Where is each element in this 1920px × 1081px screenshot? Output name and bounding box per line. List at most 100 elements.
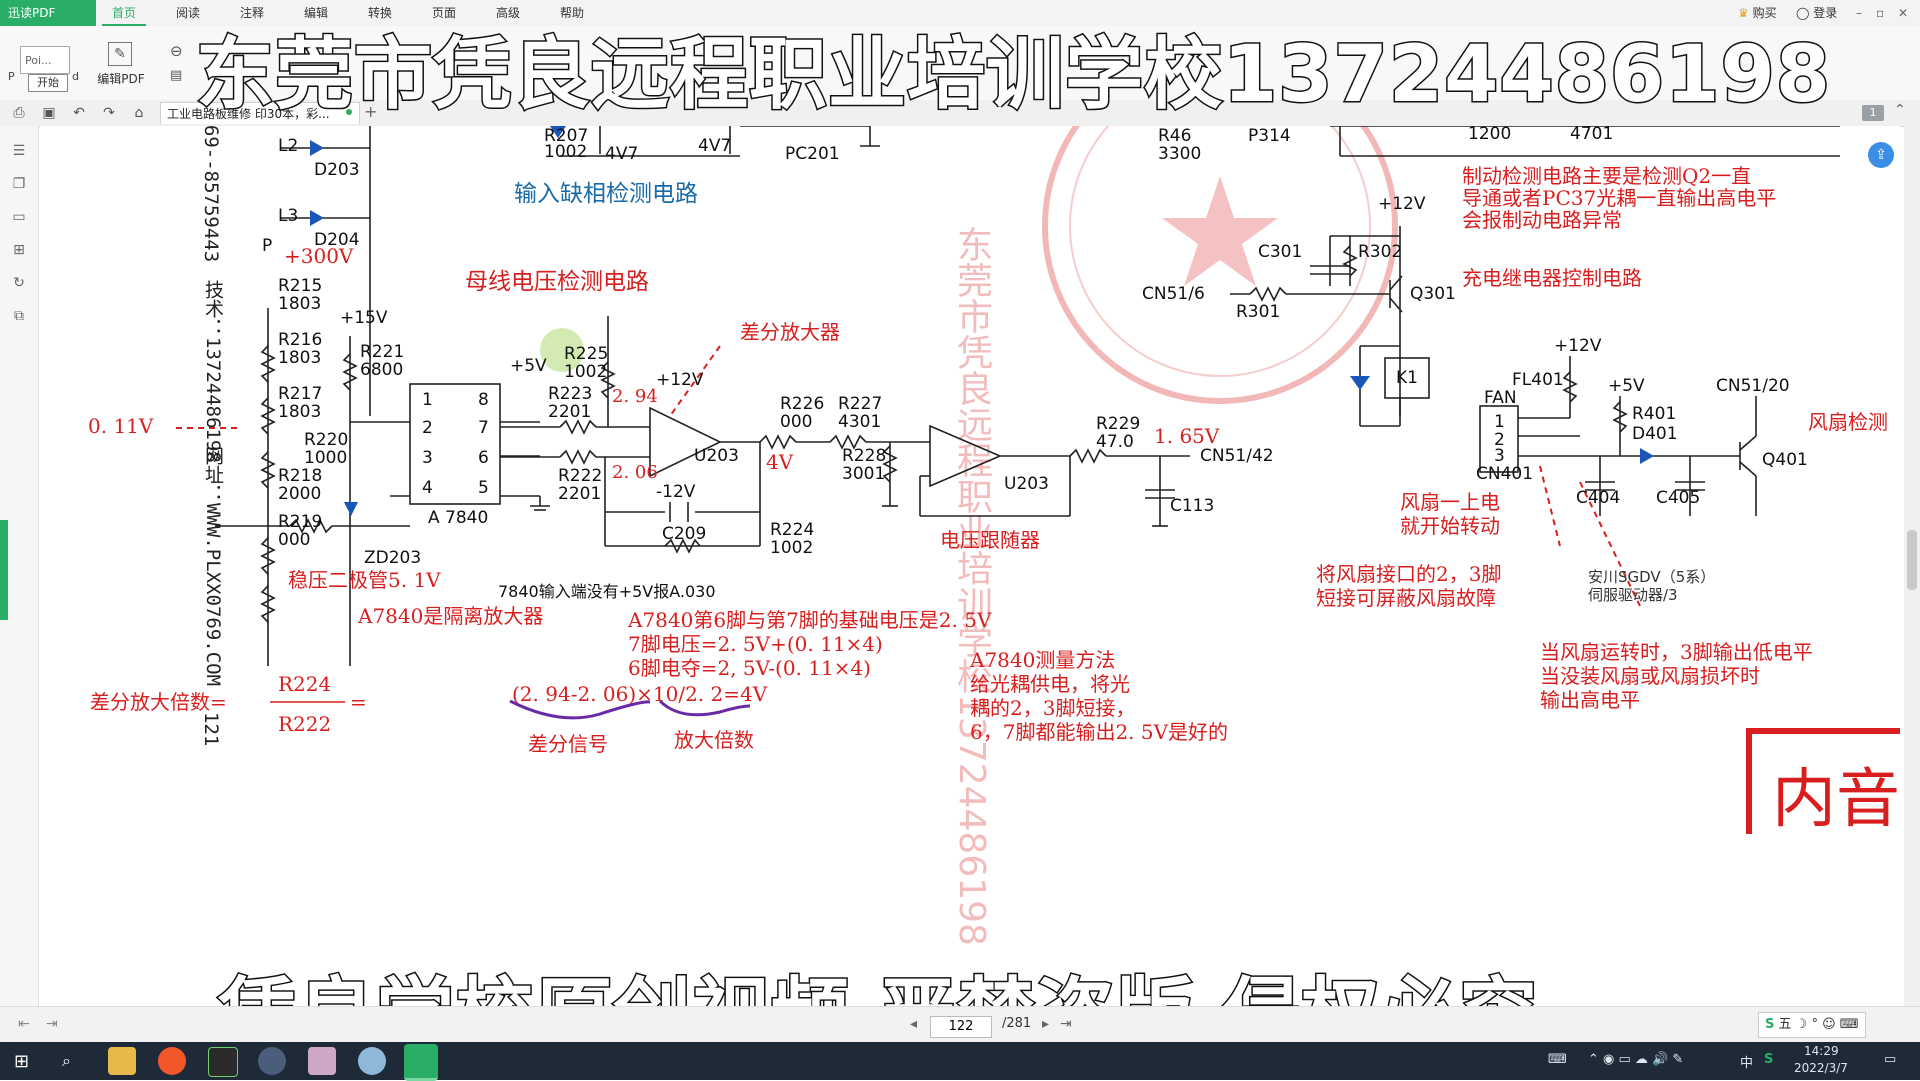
file-explorer-icon[interactable] xyxy=(108,1047,136,1075)
buy-link[interactable]: ♛ 购买 xyxy=(1738,2,1777,24)
pdf-reader-taskbar-icon[interactable] xyxy=(404,1044,438,1081)
pin-3: 3 xyxy=(422,448,433,468)
paint-icon[interactable] xyxy=(308,1047,336,1075)
app-icon[interactable] xyxy=(358,1047,386,1075)
clock-time[interactable]: 14:29 xyxy=(1804,1044,1839,1058)
label-r217: R217 xyxy=(278,384,323,404)
menu-convert[interactable]: 转换 xyxy=(367,6,392,20)
scrollbar-thumb[interactable] xyxy=(1907,530,1917,590)
menu-read[interactable]: 阅读 xyxy=(175,6,200,20)
note-fan-on-2: 就开始转动 xyxy=(1400,514,1500,538)
label-r219: R219 xyxy=(278,512,323,532)
edit-pdf-button[interactable]: 编辑PDF xyxy=(97,72,145,86)
label-r401: R401 xyxy=(1632,404,1677,424)
label-plus12v-c: +12V xyxy=(1554,336,1602,356)
pin-6: 6 xyxy=(478,448,489,468)
label-r46: R46 xyxy=(1158,126,1192,146)
undo-icon[interactable]: ↶ xyxy=(73,105,85,121)
label-r219-value: 000 xyxy=(278,530,311,550)
label-r228-value: 3001 xyxy=(842,464,886,484)
note-gain-numerator: R224 xyxy=(278,672,332,696)
outline-icon[interactable]: ☰ xyxy=(12,143,26,159)
label-fan: FAN xyxy=(1484,388,1517,408)
menu-page[interactable]: 页面 xyxy=(431,6,456,20)
media-icon[interactable] xyxy=(258,1047,286,1075)
tray-overflow-icon[interactable]: ⌃ ◉ ▭ ☁ 🔊 ✎ xyxy=(1588,1052,1684,1067)
schematic-wires xyxy=(176,126,1840,720)
menu-edit[interactable]: 编辑 xyxy=(303,6,328,20)
side-phone: 0769--85759443 xyxy=(200,126,222,263)
last-page-icon[interactable]: ⇥ xyxy=(1060,1016,1072,1032)
recorder-icon[interactable] xyxy=(208,1047,238,1077)
label-u203-b: U203 xyxy=(1004,474,1049,494)
app-name[interactable]: 迅读PDF xyxy=(0,0,96,26)
tab-status-dot xyxy=(346,109,352,115)
label-cn516: CN51/6 xyxy=(1142,284,1205,304)
label-a7840: A 7840 xyxy=(428,508,489,528)
page-icon[interactable]: ▤ xyxy=(170,68,183,83)
attachments-icon[interactable]: ⊞ xyxy=(13,242,25,258)
comments-icon[interactable]: ▭ xyxy=(12,209,26,225)
label-k1: K1 xyxy=(1396,368,1418,388)
note-2-06: 2. 06 xyxy=(612,462,658,483)
thumbnails-icon[interactable]: ❐ xyxy=(12,176,26,192)
minus-circle-icon[interactable]: ⊖ xyxy=(170,42,183,60)
note-fan-run-1: 当风扇运转时，3脚输出低电平 xyxy=(1540,640,1813,664)
minimize-button[interactable]: – xyxy=(1856,6,1862,20)
ribbon-thumbnail[interactable]: Poi... xyxy=(20,46,70,74)
save-icon[interactable]: ▣ xyxy=(42,105,56,121)
note-gain-equals: = xyxy=(350,690,367,714)
note-bus-voltage: 母线电压检测电路 xyxy=(465,269,649,295)
nav-forward-icon[interactable]: ⇥ xyxy=(46,1016,58,1032)
nav-back-icon[interactable]: ⇤ xyxy=(18,1016,30,1032)
label-c404: C404 xyxy=(1576,488,1621,508)
clock-date[interactable]: 2022/3/7 xyxy=(1794,1061,1848,1075)
note-base-voltage: A7840第6脚与第7脚的基础电压是2. 5V xyxy=(628,608,992,632)
redo-icon[interactable]: ↷ xyxy=(103,105,115,121)
label-r227-value: 4301 xyxy=(838,412,882,432)
layers-icon[interactable]: ⧉ xyxy=(14,308,24,324)
browser-icon[interactable] xyxy=(158,1047,186,1075)
label-zd203: ZD203 xyxy=(364,548,422,568)
menu-help[interactable]: 帮助 xyxy=(559,6,584,20)
note-fan-detect: 风扇检测 xyxy=(1808,410,1888,434)
open-button[interactable]: 开始 xyxy=(28,74,68,92)
print-icon[interactable]: ⎙ xyxy=(13,105,25,121)
sidebar-handle[interactable] xyxy=(0,520,8,620)
next-page-icon[interactable]: ▸ xyxy=(1042,1016,1050,1032)
login-link[interactable]: ◯ 登录 xyxy=(1796,2,1837,24)
collapse-icon[interactable]: ⌃ xyxy=(1894,102,1906,118)
menu-home[interactable]: 首页 xyxy=(102,0,146,26)
label-r222-value: 2201 xyxy=(558,484,602,504)
note-gain-denominator: R222 xyxy=(278,712,332,736)
menu-annotate[interactable]: 注释 xyxy=(239,6,264,20)
tray-sogou-icon[interactable]: S xyxy=(1764,1052,1774,1067)
label-r227: R227 xyxy=(838,394,883,414)
prev-page-icon[interactable]: ◂ xyxy=(910,1016,918,1032)
close-button[interactable]: ✕ xyxy=(1898,6,1909,20)
label-r223-value: 2201 xyxy=(548,402,592,422)
menu-advanced[interactable]: 高级 xyxy=(495,6,520,20)
page-number-input[interactable]: 122 xyxy=(930,1016,992,1038)
notification-icon[interactable]: ▭ xyxy=(1884,1052,1897,1067)
maximize-button[interactable]: ▫ xyxy=(1876,6,1885,20)
note-diff-signal: 差分信号 xyxy=(528,732,608,756)
add-tab-button[interactable]: + xyxy=(364,102,378,121)
note-input-phase: 输入缺相检测电路 xyxy=(514,181,698,207)
note-0-11v: 0. 11V xyxy=(88,414,154,438)
note-formula: (2. 94-2. 06)×10/2. 2=4V xyxy=(512,682,768,706)
windows-start-icon[interactable]: ⊞ xyxy=(14,1051,30,1072)
pin-1: 1 xyxy=(422,390,433,410)
home-icon[interactable]: ⌂ xyxy=(134,105,144,121)
history-icon[interactable]: ↻ xyxy=(13,275,25,291)
label-c113: C113 xyxy=(1170,496,1215,516)
tray-keyboard-icon[interactable]: ⌨ xyxy=(1548,1052,1567,1067)
label-r224-value: 1002 xyxy=(770,538,814,558)
floating-tool-icon[interactable]: ⇪ xyxy=(1868,142,1894,168)
ime-bar[interactable]: S 五 ☽ ° ☺ ⌨ xyxy=(1758,1012,1866,1038)
document-tab[interactable]: 工业电路板维修 印30本，彩... xyxy=(160,102,360,124)
search-icon[interactable]: ⌕ xyxy=(62,1051,71,1070)
tray-language[interactable]: 中 xyxy=(1740,1056,1754,1071)
side-page-number: 121 xyxy=(200,712,222,747)
pin-8: 8 xyxy=(478,390,489,410)
